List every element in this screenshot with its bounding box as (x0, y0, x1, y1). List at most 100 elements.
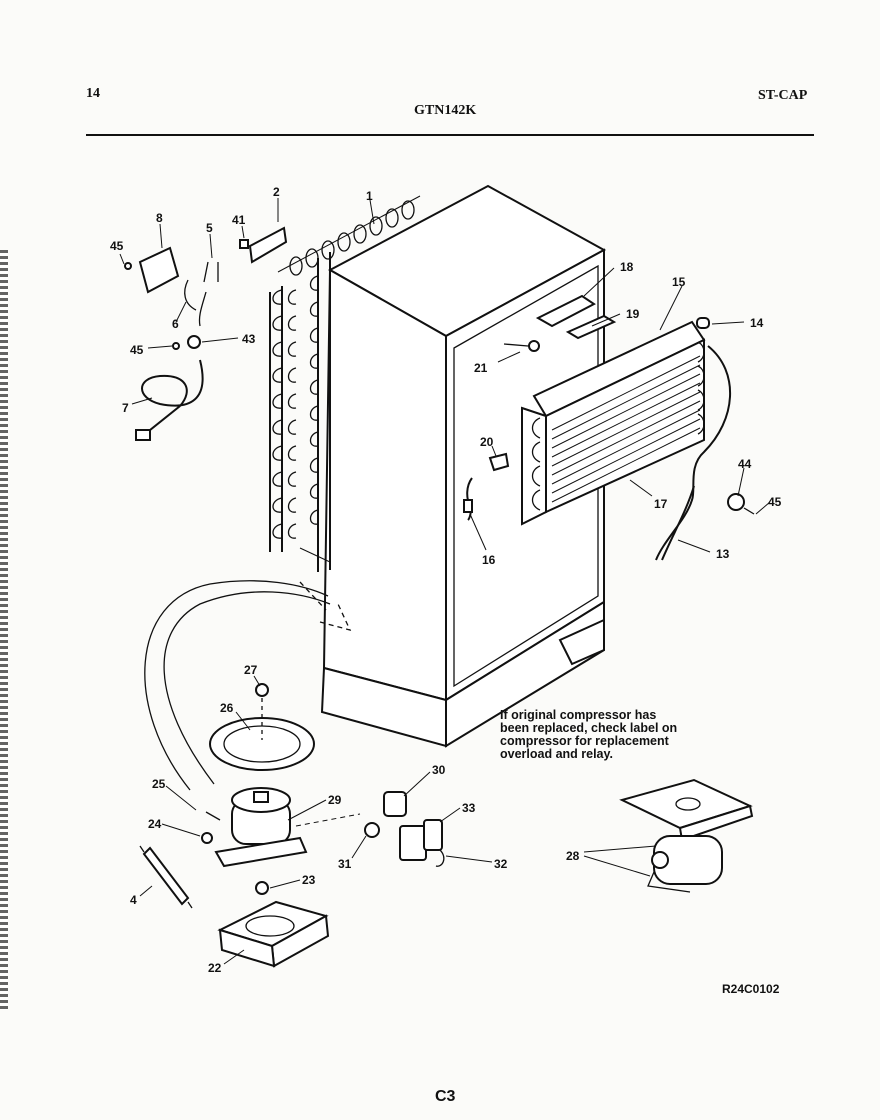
evaporator-fin (551, 418, 701, 494)
coil-top-loop (305, 248, 319, 268)
part-label-19: 19 (626, 307, 640, 321)
page-number: 14 (86, 86, 100, 101)
part-label-33: 33 (462, 801, 476, 815)
coil-top-loop (337, 232, 351, 252)
coil-loop (309, 301, 319, 317)
coil-loop (287, 497, 297, 513)
part-label-17: 17 (654, 497, 668, 511)
part-label-31: 31 (338, 857, 352, 871)
part-label-26: 26 (220, 701, 234, 715)
part-label-13: 13 (716, 547, 730, 561)
section-code: ST-CAP (758, 88, 808, 103)
coil-top-loop (369, 216, 383, 236)
coil-loop (309, 431, 319, 447)
coil-loop (309, 457, 319, 473)
evaporator-fin (551, 355, 701, 431)
part-label-7: 7 (122, 401, 129, 415)
coil-loop (272, 445, 283, 461)
evaporator-fin (551, 409, 701, 485)
coil-loop (287, 523, 297, 539)
coil-loop (287, 289, 297, 305)
part-label-30: 30 (432, 763, 446, 777)
part-label-27: 27 (244, 663, 258, 677)
part-label-6: 6 (172, 317, 179, 331)
thermostat-sensor (727, 493, 755, 515)
part-label-32: 32 (494, 857, 508, 871)
left-side-parts (124, 226, 288, 441)
coil-loop (287, 367, 297, 383)
evaporator-return-bend (531, 465, 541, 487)
evaporator-return-bend (697, 365, 705, 387)
evaporator-return-bend (697, 413, 705, 435)
compressor-base (217, 900, 330, 968)
part-label-21: 21 (474, 361, 488, 375)
evaporator-return-bend (531, 489, 541, 511)
coil-loop (287, 445, 297, 461)
note-line-2: been replaced, check label on (500, 721, 678, 735)
diagram-reference-code: R24C0102 (722, 982, 780, 996)
evaporator-fin (551, 400, 701, 476)
coil-loop (309, 483, 319, 499)
part-label-5: 5 (206, 221, 213, 235)
part-label-25: 25 (152, 777, 166, 791)
header-rule (86, 134, 814, 136)
coil-loop (272, 367, 283, 383)
note-line-4: overload and relay. (500, 747, 614, 761)
evaporator-fin (551, 373, 701, 449)
evaporator-fin (551, 382, 701, 458)
coil-loop (287, 341, 297, 357)
part-label-20: 20 (480, 435, 494, 449)
part-label-28: 28 (566, 849, 580, 863)
evaporator-return-bend (531, 441, 541, 463)
coil-loop (272, 341, 283, 357)
part-label-14: 14 (750, 316, 764, 330)
part-label-16: 16 (482, 553, 496, 567)
evaporator-return-bend (531, 417, 541, 439)
coil-top-loop (321, 240, 335, 260)
coil-loop (309, 379, 319, 395)
scan-edge-artifact (0, 250, 8, 1010)
coil-loop (309, 327, 319, 343)
coil-loop (272, 471, 283, 487)
coil-top-loop (353, 224, 367, 244)
coil-loop (309, 275, 319, 291)
model-number: GTN142K (414, 103, 477, 118)
part-label-4: 4 (130, 893, 137, 907)
condenser-coil (269, 195, 421, 572)
coil-loop (309, 509, 319, 525)
part-label-1: 1 (366, 189, 373, 203)
part-label-8: 8 (156, 211, 163, 225)
drain-pan (209, 683, 315, 771)
part-label-45-top: 45 (110, 239, 124, 253)
part-label-43: 43 (242, 332, 256, 346)
footer-page-code: C3 (435, 1088, 456, 1105)
part-labels: 1 2 4 5 6 7 8 13 14 15 16 17 18 19 20 21… (110, 185, 782, 975)
coil-loop (287, 471, 297, 487)
coil-top-loop (289, 256, 303, 276)
coil-loop (272, 419, 283, 435)
evaporator-return-bend (697, 389, 705, 411)
evaporator (521, 317, 731, 561)
coil-loop (272, 497, 283, 513)
coil-top-loop (385, 208, 399, 228)
coil-loop (309, 405, 319, 421)
coil-loop (272, 289, 283, 305)
coil-loop (287, 315, 297, 331)
note-line-3: compressor for replacement (500, 734, 669, 748)
part-label-24: 24 (148, 817, 162, 831)
part-label-44: 44 (738, 457, 752, 471)
compressor (201, 787, 308, 895)
compressor-replacement-note: If original compressor has been replaced… (500, 709, 740, 761)
part-label-41: 41 (232, 213, 246, 227)
coil-top-loop (401, 200, 415, 220)
part-label-15: 15 (672, 275, 686, 289)
evaporator-fin (551, 427, 701, 503)
coil-loop (272, 393, 283, 409)
part-label-23: 23 (302, 873, 316, 887)
leader-lines (119, 198, 771, 965)
coil-loop (309, 353, 319, 369)
part-label-29: 29 (328, 793, 342, 807)
evaporator-fin (551, 391, 701, 467)
